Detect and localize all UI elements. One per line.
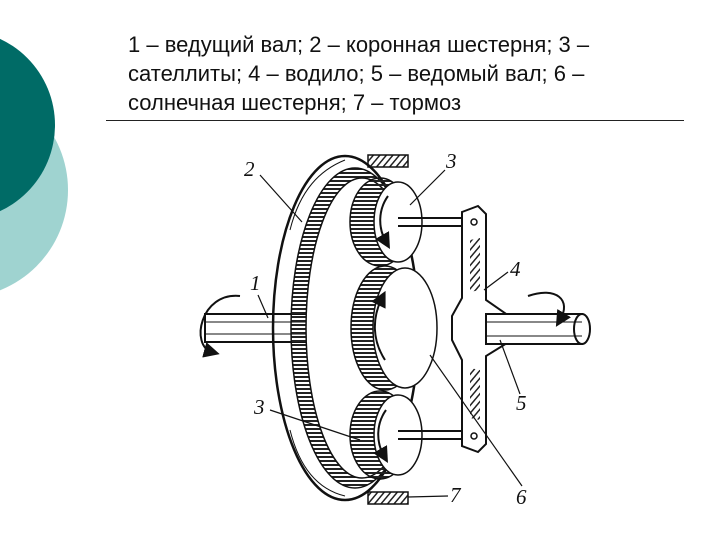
label-1: 1 xyxy=(250,271,261,295)
label-6: 6 xyxy=(516,485,527,509)
caption-line-1: 1 – ведущий вал; 2 – коронная шестерня; … xyxy=(128,32,590,57)
label-3-top: 3 xyxy=(445,149,457,173)
driven-shaft xyxy=(485,291,591,345)
rotation-arrow-output xyxy=(527,291,571,327)
brake-bottom xyxy=(367,491,409,505)
leader-lines xyxy=(257,169,523,498)
label-7: 7 xyxy=(450,483,462,507)
rotation-arrow-input xyxy=(199,294,241,358)
label-4: 4 xyxy=(510,257,521,281)
slide-caption: 1 – ведущий вал; 2 – коронная шестерня; … xyxy=(128,30,688,117)
label-5: 5 xyxy=(516,391,527,415)
decor-circle-dark xyxy=(0,38,55,212)
label-2: 2 xyxy=(244,157,255,181)
caption-line-3: солнечная шестерня; 7 – тормоз xyxy=(128,90,462,115)
sun-gear xyxy=(350,265,438,391)
carrier xyxy=(451,204,513,454)
satellite-gear-top xyxy=(349,177,470,267)
label-3-bottom: 3 xyxy=(253,395,265,419)
satellite-gear-bottom xyxy=(349,390,470,480)
slide-decoration xyxy=(0,38,68,291)
caption-line-2: сателлиты; 4 – водило; 5 – ведомый вал; … xyxy=(128,61,585,86)
brake-top xyxy=(367,154,409,168)
caption-divider xyxy=(106,120,684,121)
planetary-gear-diagram: 2 3 1 4 5 3 6 7 xyxy=(199,149,591,509)
